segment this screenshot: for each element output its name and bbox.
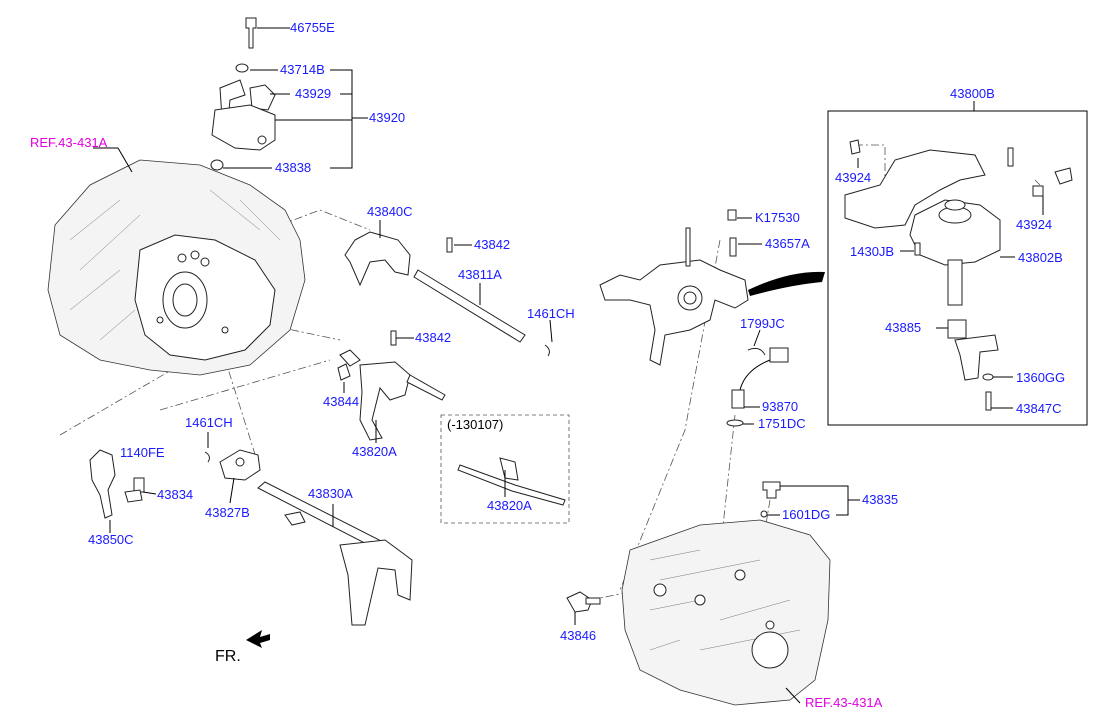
label-46755E[interactable]: 46755E — [290, 20, 335, 35]
label-1461CH-lower[interactable]: 1461CH — [185, 415, 233, 430]
label-43714B[interactable]: 43714B — [280, 62, 325, 77]
label-1360GG[interactable]: 1360GG — [1016, 370, 1065, 385]
label-43842-upper[interactable]: 43842 — [474, 237, 510, 252]
label-43924-right[interactable]: 43924 — [1016, 217, 1052, 232]
reference-label-bottom[interactable]: REF.43-431A — [805, 695, 883, 710]
label-43830A[interactable]: 43830A — [308, 486, 353, 501]
label-43850C[interactable]: 43850C — [88, 532, 134, 547]
label-43820A-variant[interactable]: 43820A — [487, 498, 532, 513]
label-1430JB[interactable]: 1430JB — [850, 244, 894, 259]
bracket-assembly-43920 — [210, 17, 276, 171]
transmission-case-right — [621, 519, 831, 706]
label-43838[interactable]: 43838 — [275, 160, 311, 175]
label-43834[interactable]: 43834 — [157, 487, 193, 502]
label-43924-left[interactable]: 43924 — [835, 170, 871, 185]
label-43811A[interactable]: 43811A — [458, 267, 502, 282]
lower-left-parts — [89, 449, 413, 626]
shift-fork-43840C — [344, 231, 550, 357]
label-43842-lower[interactable]: 43842 — [415, 330, 451, 345]
label-43846[interactable]: 43846 — [560, 628, 596, 643]
label-1751DC[interactable]: 1751DC — [758, 416, 806, 431]
label-43802B[interactable]: 43802B — [1018, 250, 1063, 265]
label-43929[interactable]: 43929 — [295, 86, 331, 101]
label-43800B[interactable]: 43800B — [950, 86, 995, 101]
label-93870[interactable]: 93870 — [762, 399, 798, 414]
front-direction-label: FR. — [215, 648, 241, 665]
label-1140FE[interactable]: 1140FE — [120, 445, 165, 460]
reference-label-top[interactable]: REF.43-431A — [30, 135, 108, 150]
label-1799JC[interactable]: 1799JC — [740, 316, 785, 331]
plug-43846 — [566, 591, 601, 613]
label-43657A[interactable]: 43657A — [765, 236, 810, 251]
sensor-93870 — [726, 347, 789, 427]
leader-lines — [93, 27, 1044, 704]
label-1601DG[interactable]: 1601DG — [782, 507, 830, 522]
label-43820A-main[interactable]: 43820A — [352, 444, 397, 459]
label-1461CH-upper[interactable]: 1461CH — [527, 306, 575, 321]
shift-lever-mechanism — [599, 209, 825, 366]
label-43885[interactable]: 43885 — [885, 320, 921, 335]
label-K17530[interactable]: K17530 — [755, 210, 800, 225]
part-labels: 46755E 43714B 43929 43920 43838 REF.43-4… — [30, 20, 1065, 710]
label-43844[interactable]: 43844 — [323, 394, 359, 409]
label-43840C[interactable]: 43840C — [367, 204, 413, 219]
shift-fork-43820A — [337, 330, 446, 441]
front-arrow-icon — [246, 630, 270, 648]
plug-43835 — [760, 481, 781, 518]
label-43835[interactable]: 43835 — [862, 492, 898, 507]
transmission-case-left — [47, 159, 306, 376]
label-43920[interactable]: 43920 — [369, 110, 405, 125]
label-43827B[interactable]: 43827B — [205, 505, 250, 520]
variant-code: (-130107) — [447, 417, 503, 432]
label-43847C[interactable]: 43847C — [1016, 401, 1062, 416]
detail-box-43800B — [827, 110, 1088, 426]
